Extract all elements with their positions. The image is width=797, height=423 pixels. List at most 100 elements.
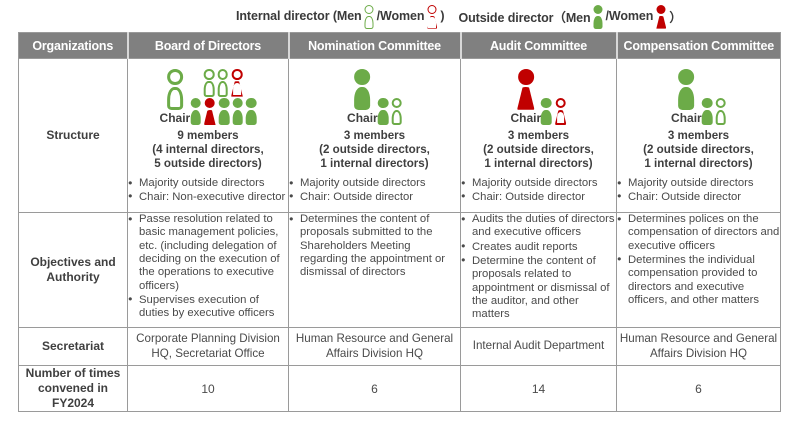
summary-line-2: (2 outside directors, [319,143,430,157]
legend-internal-men-icon [362,5,377,29]
column-header-audit-committee: Audit Committee [459,32,617,59]
member-figure-outside-men [701,97,713,125]
row-label-convened-line3: FY2024 [51,396,95,410]
bullet-item: Chair: Non-executive director [128,190,288,204]
column-header-nomination-committee: Nomination Committee [287,32,461,59]
objectives-bullets-nomination: Determines the content of proposals subm… [289,213,460,280]
objectives-cell-compensation-committee: Determines polices on the compensation o… [616,212,781,328]
member-figure-outside-men [377,97,389,125]
person-body [364,15,374,29]
person-body [656,15,667,29]
person-head [555,97,566,109]
convened-cell-compensation-committee: 6 [616,365,781,412]
bullet-item: Creates audit reports [461,240,616,254]
legend-internal-suffix: ) [440,9,445,23]
chair-label-audit: Chair [510,110,542,125]
person-body [554,109,567,125]
person-body [218,109,230,125]
summary-line-2: (4 internal directors, [152,143,264,157]
person-head [232,97,243,109]
summary-line-1: 3 members [343,128,406,142]
structure-cell-audit-committee: Chair 3 members (2 outside directors, 1 … [460,58,617,213]
member-figure-internal-women [554,97,567,125]
structure-figures-board: Chair [128,67,288,125]
summary-line-3: 5 outside directors) [154,157,262,171]
bullet-item: Majority outside directors [461,177,616,190]
bullet-item: Majority outside directors [617,177,780,190]
person-head [217,69,229,80]
structure-summary-audit: 3 members (2 outside directors, 1 intern… [461,129,616,171]
bullet-item: Determines the content of proposals subm… [289,213,460,280]
person-head [218,97,230,109]
secretariat-cell-compensation-committee: Human Resource and General Affairs Divis… [616,327,781,366]
chair-label-nomination: Chair [347,110,378,125]
row-label-objectives-line1: Objectives and [30,255,116,269]
chair-label-compensation: Chair [671,110,702,125]
person-head [701,97,713,109]
person-body [377,109,389,125]
member-row-bottom-board [190,97,257,125]
bullet-item: Audits the duties of directors and execu… [461,213,616,240]
person-body [715,109,726,125]
person-body [427,15,438,29]
person-body [678,87,695,110]
table-row-secretariat: Secretariat Corporate Planning Division … [18,327,781,366]
table-row-convened: Number of times convened in FY2024 10 6 … [18,365,781,412]
structure-cell-board-of-directors: Chair 9 members (4 internal directors, 5… [127,58,289,213]
column-header-compensation-committee: Compensation Committee [615,32,781,59]
objectives-cell-audit-committee: Audits the duties of directors and execu… [460,212,617,328]
structure-summary-board: 9 members (4 internal directors, 5 outsi… [128,129,288,171]
person-body [593,15,603,29]
person-head [377,97,389,109]
person-head [354,69,371,85]
summary-line-1: 9 members [177,128,239,142]
table-header: Organizations Board of Directors Nominat… [18,32,781,59]
row-label-convened-line1: Number of times [25,366,121,380]
bullet-item: Majority outside directors [289,177,460,190]
row-label-convened: Number of times convened in FY2024 [18,365,128,412]
person-head [541,97,552,109]
member-figure-internal-men [203,69,215,97]
structure-bullets-board: Majority outside directorsChair: Non-exe… [128,177,288,204]
person-figure [593,5,603,29]
legend-outside-prefix: Outside director（Men [458,10,591,25]
person-body [541,109,552,125]
objectives-cell-board-of-directors: Passe resolution related to basic manage… [127,212,289,328]
chair-figure-compensation [678,69,695,110]
member-figure-outside-men [190,97,201,125]
header-row: Organizations Board of Directors Nominat… [18,32,781,59]
person-head [678,69,695,85]
legend-internal-women-icon [424,5,440,29]
legend-outside-women-icon [653,5,669,29]
person-head [245,97,257,109]
summary-line-3: 1 internal directors) [320,157,429,171]
row-label-structure: Structure [18,58,128,213]
person-head [391,97,402,109]
row-label-secretariat: Secretariat [18,327,128,366]
person-body [391,109,402,125]
legend-internal-mid: /Women [376,9,425,23]
structure-bullets-audit: Majority outside directorsChair: Outside… [461,177,616,204]
structure-summary-compensation: 3 members (2 outside directors, 1 intern… [617,129,780,171]
member-figure-outside-men [232,97,243,125]
convened-cell-nomination-committee: 6 [288,365,461,412]
convened-cell-board-of-directors: 10 [127,365,289,412]
chair-figure-board [167,69,183,110]
person-head [517,69,534,85]
person-head [190,97,201,109]
table-body: Structure Chair [18,58,781,412]
secretariat-cell-board-of-directors: Corporate Planning Division HQ, Secretar… [127,327,289,366]
person-body [167,87,183,110]
member-row-bottom-nomination [377,97,402,125]
legend-outside-suffix: ） [669,10,682,25]
person-head [364,5,374,15]
bullet-item: Passe resolution related to basic manage… [128,213,288,293]
summary-line-2: (2 outside directors, [483,143,594,157]
bullet-item: Supervises execution of duties by execut… [128,293,288,321]
row-label-objectives: Objectives and Authority [18,212,128,328]
person-head [715,97,726,109]
chair-figure-audit [517,69,535,110]
summary-line-1: 3 members [507,128,570,142]
legend-outside-mid: /Women [605,9,654,23]
